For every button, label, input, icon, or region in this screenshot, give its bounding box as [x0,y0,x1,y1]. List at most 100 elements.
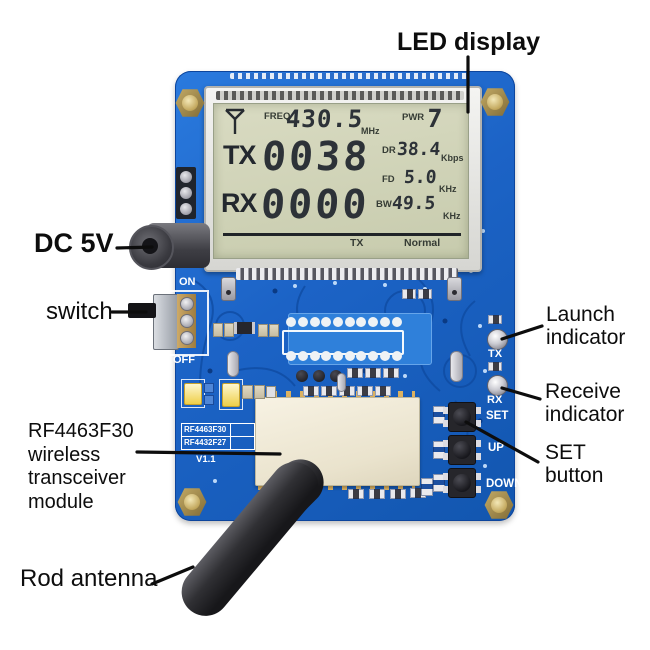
annotation-rf-module: RF4463F30 wireless transceiver module [28,420,134,513]
header-pin [180,171,192,183]
lcd-tx-label: TX [223,140,257,170]
smd-chip [204,383,214,393]
smd-resistor [269,324,279,337]
smd-chip [365,368,381,378]
smd-resistor [266,386,276,398]
screw-top-right [480,88,510,116]
header-pin [180,203,192,215]
smd-resistor [213,323,223,337]
silk-version: V1.1 [196,454,216,465]
module-pins-bottom [258,483,415,490]
up-button [443,435,481,465]
smd-chip [347,368,363,378]
smd-chip [402,289,416,299]
silk-up: UP [488,442,504,454]
screw-bottom-right [484,491,514,519]
power-header [176,167,196,219]
annotation-led-display: LED display [397,28,541,56]
smd-chip [383,368,399,378]
yellow-led [184,383,202,405]
smd-resistor [242,385,253,399]
smd-ic [234,322,255,334]
screw-bottom-left [177,488,207,516]
smd-chip [369,489,385,499]
annotation-set-button: SET button [545,441,604,488]
module-type-checkbox [231,424,254,436]
module-type-row2: RF4432F27 [182,436,231,449]
power-switch-contacts [177,294,196,348]
lcd-status-mode: Normal [404,237,441,249]
lcd-zebra-connector [216,91,464,100]
smd-chip [488,315,502,324]
silk-plus: + [164,191,172,206]
led-silk-outline [181,379,205,408]
lcd-fd-unit: KHz [439,184,457,194]
lcd-freq-label: FREQ [264,111,291,122]
lcd-dr-value: 38.4 [396,139,442,160]
dip-silkscreen-outline [282,330,404,355]
lcd-freq-unit: MHz [361,126,380,136]
smd-chip [390,489,406,499]
lcd-rx-label: RX [221,188,258,218]
lcd-screen: FREQ 430.5 MHz PWR 7 TX 0038 DR 38.4 Kbp… [213,103,469,259]
smd-chip [204,395,214,405]
lcd-bw-label: BW [376,199,392,210]
lcd-pwr-label: PWR [402,112,425,123]
lcd-bw-unit: KHz [443,211,461,221]
crystal-component [337,373,346,392]
silk-on: ON [179,276,196,288]
header-pin [180,187,192,199]
smd-resistor [254,385,265,399]
annotation-switch: switch [46,298,113,325]
annotation-rod-antenna: Rod antenna [20,565,158,592]
smd-resistor [258,324,268,337]
silk-off: OFF [173,354,195,366]
smd-chip [348,489,364,499]
lcd-pwr-value: 7 [425,104,444,133]
through-hole-pad-row [286,351,296,361]
lcd-fd-label: FD [382,174,395,185]
smd-chip [321,386,337,396]
lcd-mount-tab-right [447,277,462,301]
through-hole-pad-row [286,317,296,327]
rx-indicator-led [487,375,508,396]
capacitor [313,370,325,382]
lcd-mount-tab-left [221,277,236,301]
screw-top-left [175,89,205,117]
lcd-rx-value: 0000 [259,182,371,228]
module-type-checkbox [231,437,254,450]
smd-chip [357,386,373,396]
down-button [443,468,481,498]
lcd-pin-row [236,268,458,280]
crystal-component [227,351,239,377]
module-type-table: RF4463F30 RF4432F27 [181,423,255,450]
smd-chip [303,386,319,396]
lcd-freq-value: 430.5 [285,105,365,133]
annotation-receive-indicator: Receive indicator [545,380,625,427]
capacitor [296,370,308,382]
lcd-dr-label: DR [382,145,396,156]
yellow-led [222,383,240,407]
lcd-status-tx: TX [350,237,364,249]
lcd-status-line [223,233,461,236]
smd-chip [418,289,432,299]
silk-minus: - [166,168,171,183]
module-type-row1: RF4463F30 [182,424,231,436]
lcd-dr-unit: Kbps [441,153,464,163]
dc-jack-hole [142,238,158,254]
solder-pad-pair [421,478,433,496]
crystal-component [450,351,463,382]
power-switch-body [153,294,179,350]
top-solder-pads [230,73,470,79]
lcd-fd-value: 5.0 [403,167,438,188]
annotation-launch-indicator: Launch indicator [546,303,626,350]
silk-down: DOWN [486,478,523,490]
set-button [443,402,481,432]
antenna-icon [225,108,245,134]
silk-set: SET [486,410,509,422]
silk-rx: RX [487,394,503,406]
annotation-dc-5v: DC 5V [34,228,114,258]
smd-chip [488,362,502,371]
tx-indicator-led [487,329,508,350]
